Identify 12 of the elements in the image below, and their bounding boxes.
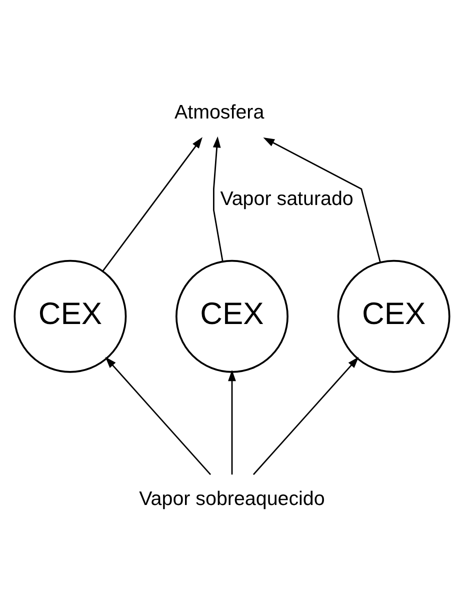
node-circle: CEX — [175, 259, 288, 372]
node-circle: CEX — [13, 259, 126, 372]
edge-label: Vapor saturado — [220, 187, 353, 210]
arrow — [262, 136, 380, 262]
arrow — [228, 369, 236, 474]
node-text: Atmosfera — [174, 100, 264, 123]
node-text: Vapor sobreaquecido — [138, 488, 324, 510]
arrow — [252, 356, 358, 475]
arrow — [104, 356, 211, 475]
arrow — [102, 136, 202, 271]
node-circle: CEX — [336, 259, 450, 372]
arrow — [212, 136, 223, 261]
